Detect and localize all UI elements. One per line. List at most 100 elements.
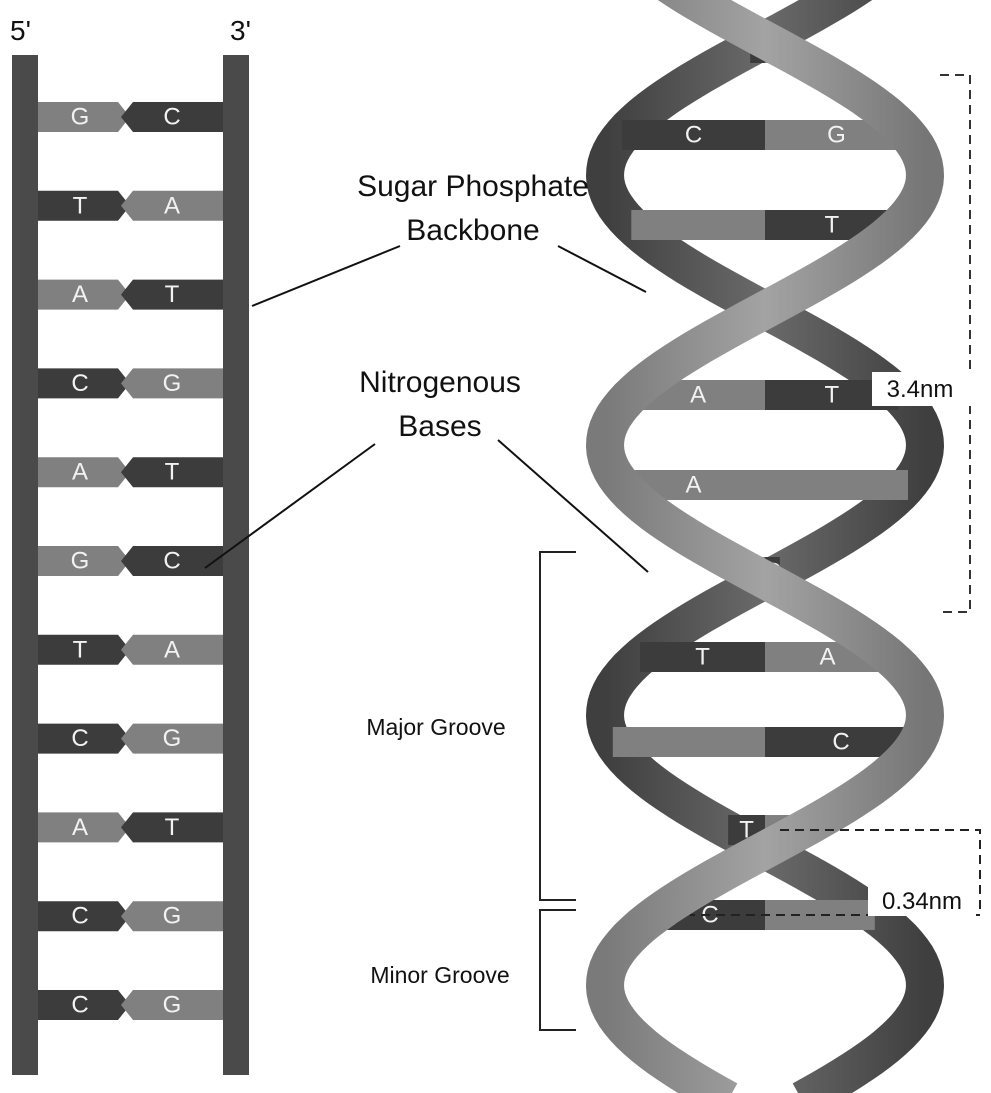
ladder-base-right [121, 546, 223, 576]
ladder-base-letter-left: G [71, 104, 90, 131]
backbone-leader-right [557, 245, 647, 293]
ladder-base-left [38, 901, 130, 932]
ladder-base-left [38, 368, 130, 399]
ladder-base-left [38, 279, 130, 310]
helix-base-letter-right: G [827, 122, 846, 149]
ladder-base-left [38, 723, 130, 754]
helix-base-letter-left: A [690, 382, 706, 409]
ladder-base-right [121, 368, 223, 399]
ladder-right-backbone [223, 55, 249, 1075]
bases-label-line1: Nitrogenous [359, 366, 521, 399]
helix-base-letter-right: T [825, 212, 840, 239]
pitch-measure: 3.4nm [872, 74, 972, 613]
ladder-base-right [121, 190, 223, 221]
ladder-left-backbone [12, 55, 38, 1075]
helix-base-letter-right: T [825, 382, 840, 409]
ladder-base-right [121, 279, 223, 310]
ladder-base-right [121, 812, 223, 843]
ladder-base-left [38, 190, 130, 221]
ladder-base-letter-left: C [71, 992, 88, 1019]
ladder-base-letter-right: A [164, 636, 180, 663]
backbone-callout: Sugar Phosphate Backbone [251, 170, 647, 307]
rise-measure: 0.34nm [690, 829, 981, 916]
helix-base-left [631, 210, 765, 240]
ladder-base-left [38, 812, 130, 843]
bases-callout: Nitrogenous Bases [204, 366, 649, 573]
ladder-base-right [121, 457, 223, 488]
major-groove-label: Major Groove [366, 714, 505, 740]
bases-leader-left [204, 443, 376, 569]
helix-front-strand [585, 0, 945, 1093]
backbone-leader-left [251, 245, 401, 307]
helix-base-letter-left: T [695, 644, 710, 671]
ladder-base-right [121, 102, 223, 132]
helix-base-letter-left: C [685, 122, 702, 149]
helix-base-letter-left: A [686, 472, 702, 499]
ladder-base-right [121, 990, 223, 1020]
rise-label: 0.34nm [882, 888, 962, 915]
ladder-base-letter-right: G [163, 903, 182, 930]
ladder-base-letter-left: A [72, 459, 88, 486]
ladder-base-letter-left: C [71, 370, 88, 397]
ladder-base-letter-right: G [163, 992, 182, 1019]
ladder-base-letter-left: A [72, 281, 88, 308]
ladder-base-letter-right: C [163, 548, 180, 575]
ladder-base-letter-right: T [165, 814, 180, 841]
helix-base-left [622, 120, 765, 150]
bases-leader-right [497, 439, 649, 573]
five-prime-label: 5' [10, 15, 31, 46]
backbone-label-line2: Backbone [406, 214, 539, 247]
major-groove-bracket: Major Groove [366, 551, 576, 901]
three-prime-label: 3' [230, 15, 251, 46]
ladder-base-left [38, 457, 130, 488]
helix-base-pair: A [622, 470, 908, 500]
ladder-base-letter-left: T [73, 192, 88, 219]
helix-base-pair: C [612, 727, 918, 757]
ladder-base-left [38, 546, 130, 576]
helix-base-letter-right: C [832, 729, 849, 756]
minor-groove-label: Minor Groove [370, 962, 509, 988]
ladder-base-right [121, 901, 223, 932]
ladder-base-right [121, 723, 223, 754]
bases-label-line2: Bases [398, 410, 481, 443]
ladder-base-letter-right: A [164, 192, 180, 219]
ladder-base-letter-right: T [165, 459, 180, 486]
pitch-label: 3.4nm [887, 376, 954, 403]
ladder-base-letter-left: C [71, 903, 88, 930]
ladder-base-letter-right: G [163, 370, 182, 397]
ladder-base-letter-left: A [72, 814, 88, 841]
minor-groove-bracket: Minor Groove [370, 909, 576, 1031]
ladder-base-right [121, 634, 223, 665]
ladder-base-left [38, 990, 130, 1020]
helix-base-left [612, 727, 765, 757]
ladder-base-letter-right: G [163, 725, 182, 752]
helix-base-right [765, 470, 908, 500]
helix-base-letter-left: C [701, 902, 718, 929]
ladder-base-letter-left: G [71, 548, 90, 575]
helix-base-left [640, 642, 765, 672]
helix-base-letter-right: A [819, 644, 835, 671]
ladder-base-letter-left: C [71, 725, 88, 752]
ladder-base-left [38, 102, 130, 132]
ladder-base-letter-right: C [163, 104, 180, 131]
backbone-label-line1: Sugar Phosphate [357, 170, 589, 203]
ladder-base-letter-right: T [165, 281, 180, 308]
ladder-base-left [38, 634, 130, 665]
ladder-base-letter-left: T [73, 636, 88, 663]
